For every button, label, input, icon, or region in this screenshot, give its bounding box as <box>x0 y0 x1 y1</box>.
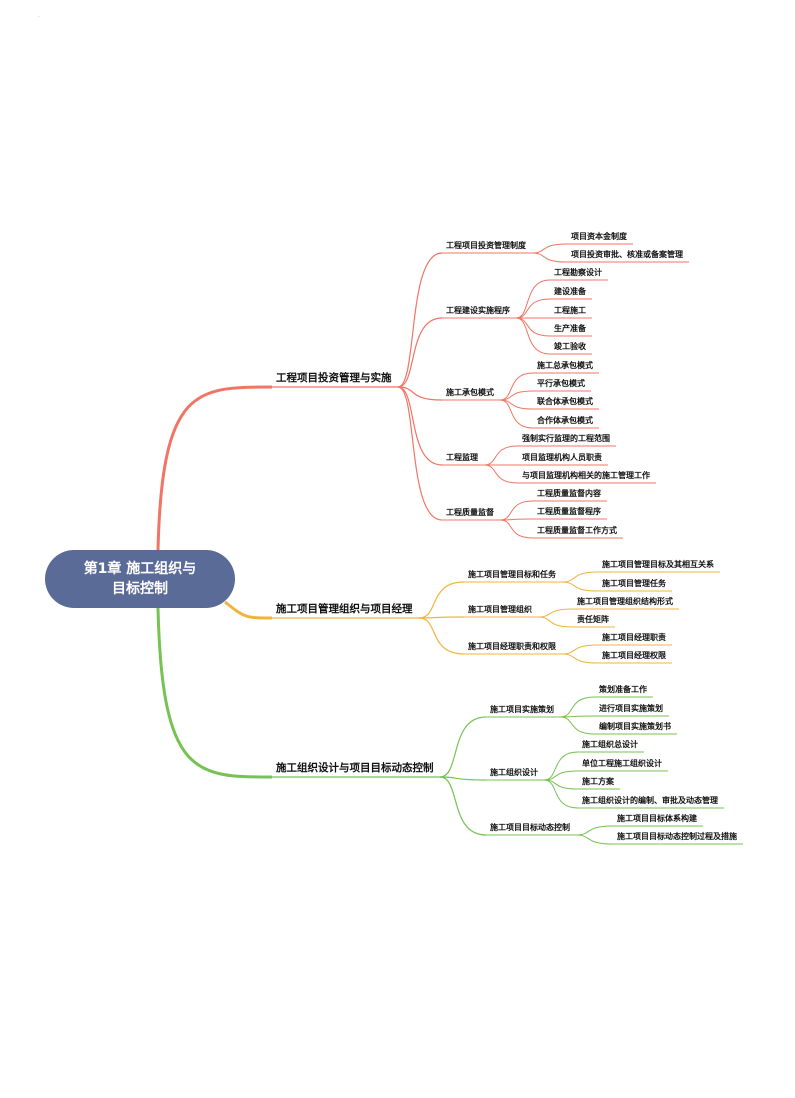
connector-node-leaf <box>561 653 599 664</box>
leaf-general-design[interactable]: 施工组织总设计 <box>582 740 638 749</box>
connector-branch-node <box>397 386 443 466</box>
connector-branch-node <box>439 776 487 781</box>
node-investment-system[interactable]: 工程项目投资管理制度 <box>446 241 526 250</box>
connector-node-leaf <box>499 500 534 521</box>
leaf-production-prep[interactable]: 生产准备 <box>554 324 586 333</box>
leaf-design-management[interactable]: 施工组织设计的编制、审批及动态管理 <box>582 796 718 805</box>
node-quality-supervision[interactable]: 工程质量监督 <box>446 508 494 517</box>
leaf-construction[interactable]: 工程施工 <box>554 306 586 315</box>
leaf-mandatory-supervision-scope[interactable]: 强制实行监理的工程范围 <box>522 434 610 443</box>
connector-node-leaf <box>531 252 568 263</box>
connector-node-leaf <box>499 519 534 539</box>
leaf-quality-supervision-procedure[interactable]: 工程质量监督程序 <box>537 507 601 516</box>
leaf-manager-duties[interactable]: 施工项目经理职责 <box>602 633 666 642</box>
connector-node-leaf <box>537 608 574 618</box>
connector-root-branch <box>224 600 273 620</box>
connector-node-leaf <box>559 696 596 718</box>
leaf-supervision-related-work[interactable]: 与项目监理机构相关的施工管理工作 <box>522 471 650 480</box>
connector-node-leaf <box>515 317 551 337</box>
node-dynamic-control[interactable]: 施工项目目标动态控制 <box>490 823 570 832</box>
connector-node-leaf <box>561 581 599 592</box>
leaf-planning-prep[interactable]: 策划准备工作 <box>599 685 647 694</box>
root-title-line2: 目标控制 <box>112 581 168 597</box>
leaf-goal-system[interactable]: 施工项目目标体系构建 <box>617 814 697 823</box>
branch-design-control[interactable]: 施工组织设计与项目目标动态控制 <box>276 762 434 774</box>
node-implementation-planning[interactable]: 施工项目实施策划 <box>490 705 554 714</box>
leaf-planning-document[interactable]: 编制项目实施策划书 <box>599 722 671 731</box>
leaf-joint-contract[interactable]: 联合体承包模式 <box>537 397 593 406</box>
leaf-capital-system[interactable]: 项目资本金制度 <box>571 232 627 241</box>
connector-branch-node <box>418 616 465 619</box>
leaf-quality-supervision-method[interactable]: 工程质量监督工作方式 <box>537 526 617 535</box>
node-contract-mode[interactable]: 施工承包模式 <box>446 388 494 397</box>
connector-branch-node <box>397 386 443 401</box>
leaf-parallel-contract[interactable]: 平行承包模式 <box>537 379 585 388</box>
connector-node-leaf <box>483 445 519 466</box>
connector-node-leaf <box>499 372 534 401</box>
node-manager-duties-authority[interactable]: 施工项目经理职责和权限 <box>468 642 556 651</box>
leaf-management-tasks[interactable]: 施工项目管理任务 <box>602 579 666 588</box>
connector-node-leaf <box>575 825 614 836</box>
leaf-organization-structure[interactable]: 施工项目管理组织结构形式 <box>577 597 673 606</box>
corner-mark: · <box>38 14 40 21</box>
leaf-unit-design[interactable]: 单位工程施工组织设计 <box>582 759 662 768</box>
leaf-approval-management[interactable]: 项目投资审批、核准或备案管理 <box>571 250 683 259</box>
root-title-line1: 第1章 施工组织与 <box>83 561 197 577</box>
connector-node-leaf <box>575 834 614 845</box>
connector-branch-node <box>439 776 487 836</box>
connector-node-leaf <box>561 571 599 583</box>
node-management-goals-tasks[interactable]: 施工项目管理目标和任务 <box>468 570 556 579</box>
connector-node-leaf <box>537 616 574 628</box>
leaf-goals-relationship[interactable]: 施工项目管理目标及其相互关系 <box>602 560 714 569</box>
connector-node-leaf <box>561 644 599 655</box>
connector-node-leaf <box>531 243 568 254</box>
connector-branch-node <box>418 581 465 619</box>
leaf-manager-authority[interactable]: 施工项目经理权限 <box>602 651 666 660</box>
connector-node-leaf <box>543 751 579 781</box>
connector-node-leaf <box>515 317 551 355</box>
leaf-quality-supervision-content[interactable]: 工程质量监督内容 <box>537 489 601 498</box>
leaf-survey-design[interactable]: 工程勘察设计 <box>554 268 602 277</box>
leaf-control-process[interactable]: 施工项目目标动态控制过程及措施 <box>617 832 737 841</box>
connector-node-leaf <box>543 779 579 809</box>
connector-node-leaf <box>515 298 551 319</box>
leaf-construction-plan[interactable]: 施工方案 <box>582 777 614 786</box>
root-node[interactable]: 第1章 施工组织与 目标控制 <box>45 550 235 608</box>
node-management-organization[interactable]: 施工项目管理组织 <box>468 605 532 614</box>
leaf-general-contract[interactable]: 施工总承包模式 <box>537 361 593 370</box>
leaf-do-planning[interactable]: 进行项目实施策划 <box>599 704 663 713</box>
branch-investment[interactable]: 工程项目投资管理与实施 <box>276 372 392 384</box>
node-construction-procedure[interactable]: 工程建设实施程序 <box>446 306 510 315</box>
connector-branch-node <box>439 716 487 778</box>
leaf-completion-acceptance[interactable]: 竣工验收 <box>554 342 586 351</box>
leaf-construction-prep[interactable]: 建设准备 <box>554 287 586 296</box>
branch-organization[interactable]: 施工项目管理组织与项目经理 <box>276 603 413 615</box>
connector-node-leaf <box>483 464 519 484</box>
connector-branch-node <box>397 252 443 388</box>
node-supervision[interactable]: 工程监理 <box>446 453 478 462</box>
leaf-supervision-staff-duties[interactable]: 项目监理机构人员职责 <box>522 453 602 462</box>
connector-root-branch <box>156 385 273 551</box>
connector-branch-node <box>418 617 465 655</box>
connector-branch-node <box>397 386 443 521</box>
connector-root-branch <box>156 607 273 779</box>
connector-branch-node <box>397 317 443 388</box>
leaf-cooperative-contract[interactable]: 合作体承包模式 <box>537 416 593 425</box>
node-organization-design[interactable]: 施工组织设计 <box>490 768 538 777</box>
connector-node-leaf <box>499 399 534 429</box>
connector-node-leaf <box>559 716 596 735</box>
leaf-responsibility-matrix[interactable]: 责任矩阵 <box>577 615 609 624</box>
